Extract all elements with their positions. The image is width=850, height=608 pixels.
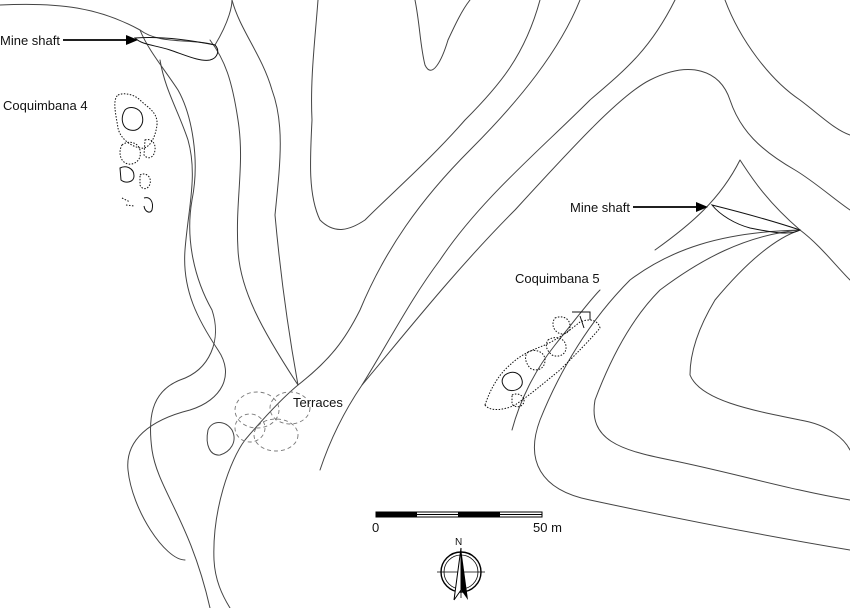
contour-line xyxy=(799,229,850,281)
structure-outline xyxy=(139,173,151,190)
terrace-outline xyxy=(269,391,311,425)
coquimbana-5-structures xyxy=(484,311,601,410)
structure-outline xyxy=(119,141,141,165)
scale-bar-start-label: 0 xyxy=(372,520,379,535)
contour-line xyxy=(414,0,471,71)
mine-shaft-outline xyxy=(133,37,219,61)
mine-shaft-outline xyxy=(710,204,802,234)
coquimbana-4-structures xyxy=(114,93,158,213)
contour-line xyxy=(511,289,601,431)
north-arrow-label: N xyxy=(455,537,462,548)
scale-bar-segment xyxy=(376,512,417,517)
structure-outline xyxy=(484,319,601,410)
terrace-outline xyxy=(234,413,266,443)
mine-shaft-arrowhead xyxy=(126,35,138,45)
scale-bar-segment xyxy=(458,512,500,517)
terraces-label: Terraces xyxy=(293,395,343,410)
mine-shaft-label: Mine shaft xyxy=(570,200,630,215)
contour-line xyxy=(127,59,226,561)
structure-outline xyxy=(114,93,158,149)
structure-outline xyxy=(143,139,156,159)
mine-shaft-1: Mine shaft xyxy=(0,33,219,61)
contour-line xyxy=(689,229,850,451)
terraces xyxy=(234,391,311,452)
contour-line xyxy=(724,0,850,136)
coquimbana-4-label: Coquimbana 4 xyxy=(3,98,88,113)
contour-line xyxy=(361,69,850,386)
mine-shaft-label: Mine shaft xyxy=(0,33,60,48)
contour-line xyxy=(297,0,581,386)
contour-line xyxy=(533,229,850,551)
north-arrow-needle-outline xyxy=(453,547,462,601)
structure-outline xyxy=(121,107,144,131)
mine-shaft-arrowhead xyxy=(696,202,708,212)
contour-line xyxy=(309,0,541,230)
scale-bar: 0 50 m xyxy=(372,511,562,535)
scale-bar-end-label: 50 m xyxy=(533,520,562,535)
contour-line xyxy=(654,159,801,251)
north-arrow: N xyxy=(437,537,485,601)
structure-outline xyxy=(143,197,153,213)
contour-line xyxy=(206,422,235,456)
structure-outline xyxy=(525,349,546,371)
contour-line xyxy=(593,229,850,501)
structure-outline xyxy=(119,166,135,183)
mine-shaft-2: Mine shaft xyxy=(570,200,802,234)
terrace-outline xyxy=(253,418,299,452)
contour-line xyxy=(213,384,299,608)
structure-outline xyxy=(501,371,523,391)
contour-line xyxy=(319,0,676,471)
contour-line xyxy=(231,0,299,386)
contour-line xyxy=(209,39,299,386)
contour-line xyxy=(139,29,216,608)
structure-outline xyxy=(121,197,135,207)
structure-outline xyxy=(552,316,571,335)
coquimbana-5-label: Coquimbana 5 xyxy=(515,271,600,286)
terrace-outline xyxy=(234,391,280,429)
north-arrow-needle xyxy=(461,548,468,600)
structure-outline xyxy=(545,337,567,357)
structure-outline xyxy=(572,311,591,329)
